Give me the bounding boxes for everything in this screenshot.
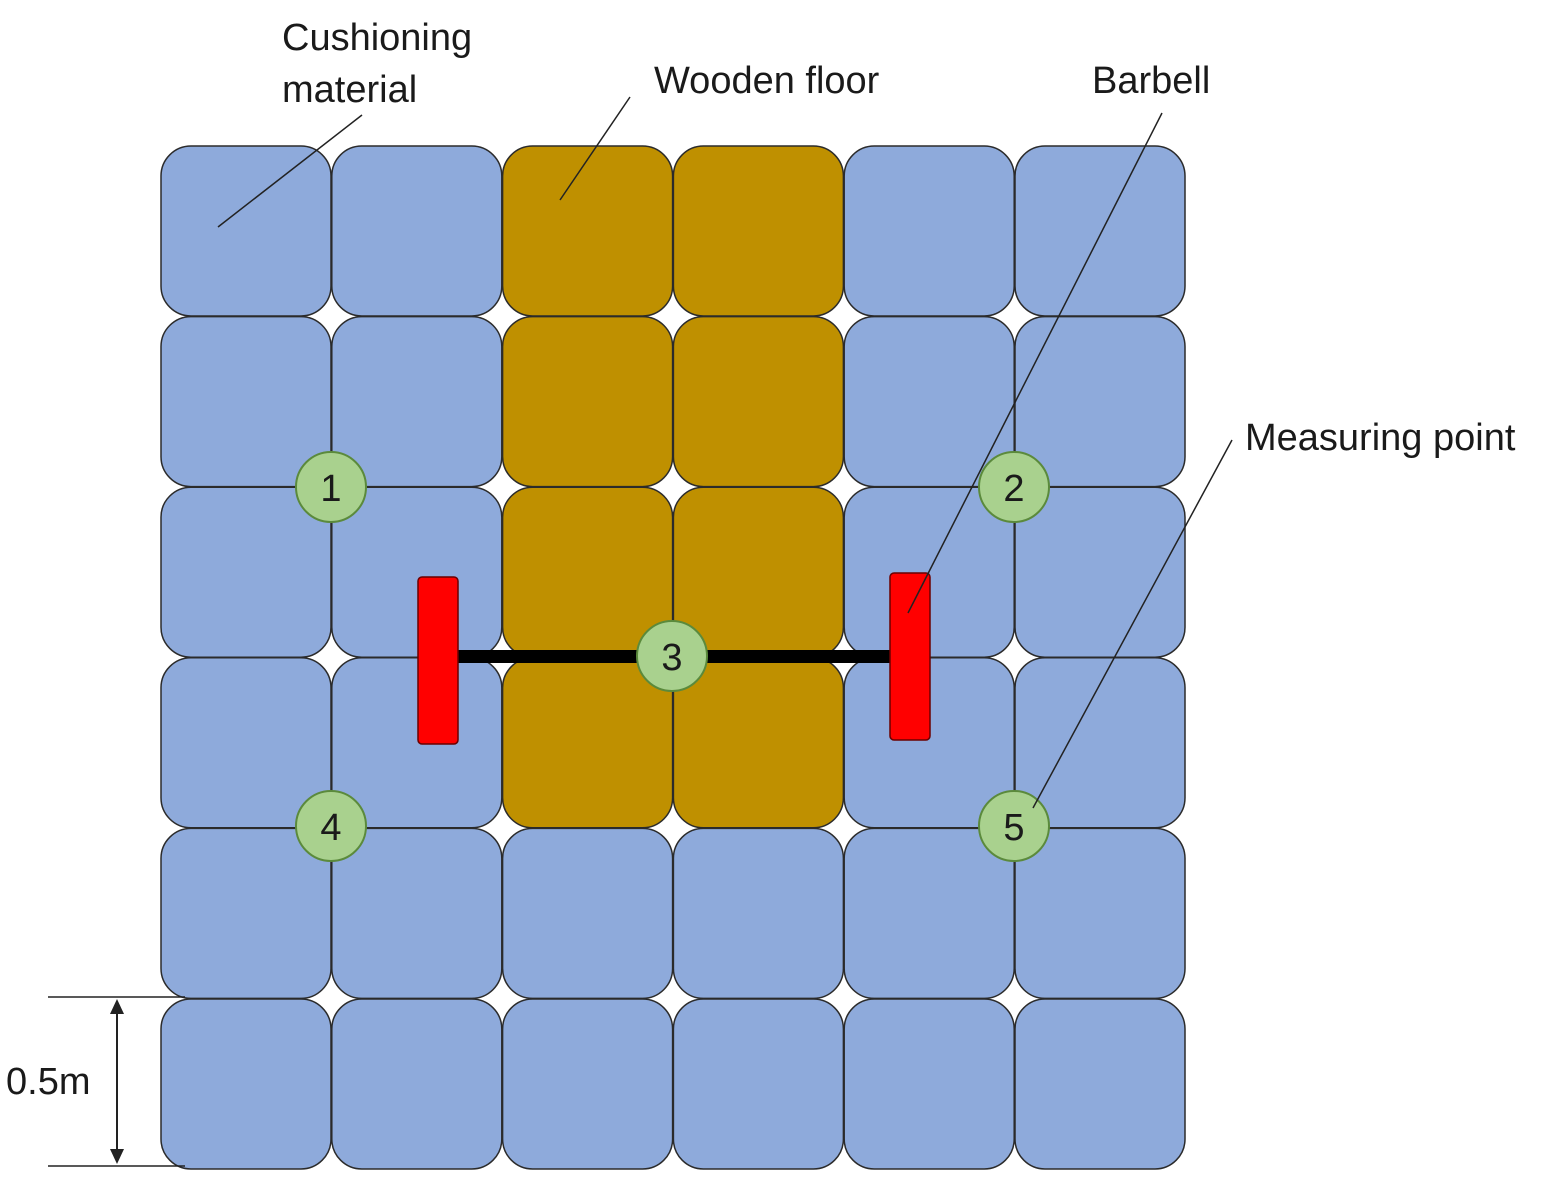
cushion-tile-2-1 <box>331 486 503 658</box>
cushion-tile-5-5 <box>1014 998 1186 1170</box>
measuring-point-leader-line <box>1032 439 1233 809</box>
measuring-point-1: 1 <box>295 451 367 523</box>
cushion-tile-5-3 <box>672 998 845 1170</box>
cushioning-label-line2: material <box>282 69 417 111</box>
cushion-tile-4-0 <box>160 827 332 1000</box>
measuring-point-3-label: 3 <box>661 637 682 679</box>
cushion-tile-5-0 <box>160 998 332 1170</box>
cushion-tile-1-5 <box>1014 315 1186 488</box>
cushion-tile-1-0 <box>160 315 332 488</box>
measuring-point-1-label: 1 <box>320 468 341 510</box>
cushion-tile-1-4 <box>843 315 1015 488</box>
dimension-arrow-down-icon <box>110 1149 124 1164</box>
cushion-tile-5-1 <box>331 998 503 1170</box>
wood-tile-0-3 <box>672 145 845 317</box>
barbell-label: Barbell <box>1092 60 1210 102</box>
cushion-tile-0-4 <box>843 145 1015 317</box>
cushion-tile-5-4 <box>843 998 1015 1170</box>
cushion-tile-4-2 <box>501 827 674 1000</box>
barbell-plate-left <box>417 576 459 745</box>
measuring-point-label: Measuring point <box>1245 417 1516 459</box>
wood-tile-2-3 <box>672 486 845 658</box>
tile-grid <box>160 145 1186 1170</box>
wood-tile-1-2 <box>501 315 674 488</box>
wood-tile-3-2 <box>501 657 674 829</box>
measuring-point-2: 2 <box>978 451 1050 523</box>
measuring-point-5: 5 <box>978 790 1050 862</box>
cushion-tile-5-2 <box>501 998 674 1170</box>
cushion-tile-4-5 <box>1014 827 1186 1000</box>
barbell-leader-line <box>907 112 1163 614</box>
cushioning-label-line1: Cushioning <box>282 17 472 59</box>
wooden-floor-leader-line <box>559 96 631 201</box>
cushion-tile-4-1 <box>331 827 503 1000</box>
dimension-marker: 0.5m <box>6 996 185 1167</box>
wood-tile-0-2 <box>501 145 674 317</box>
wooden-floor-label: Wooden floor <box>654 60 880 102</box>
dimension-arrow-up-icon <box>110 999 124 1014</box>
cushion-tile-0-5 <box>1014 145 1186 317</box>
cushion-tile-2-5 <box>1014 486 1186 658</box>
measuring-points: 1 2 3 4 5 <box>295 451 1050 862</box>
wood-tile-1-3 <box>672 315 845 488</box>
measuring-point-4: 4 <box>295 790 367 862</box>
measuring-point-2-label: 2 <box>1003 468 1024 510</box>
measuring-point-4-label: 4 <box>320 807 341 849</box>
cushion-tile-2-0 <box>160 486 332 658</box>
cushioning-leader-line <box>217 114 363 228</box>
cushion-tile-4-3 <box>672 827 845 1000</box>
dimension-label: 0.5m <box>6 1061 90 1103</box>
cushion-tile-0-1 <box>331 145 503 317</box>
measuring-point-3: 3 <box>636 620 708 692</box>
barbell-plate-right <box>889 572 931 741</box>
cushion-tile-4-4 <box>843 827 1015 1000</box>
wood-tile-3-3 <box>672 657 845 829</box>
cushion-tile-1-1 <box>331 315 503 488</box>
measuring-point-5-label: 5 <box>1003 807 1024 849</box>
cushion-tile-0-0 <box>160 145 332 317</box>
